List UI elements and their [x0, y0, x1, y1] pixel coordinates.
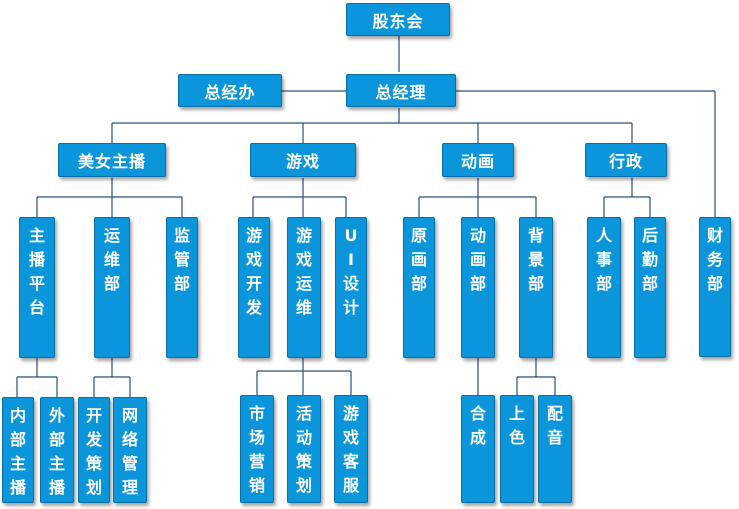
node-original-art: 原画部	[403, 217, 435, 358]
node-game-service: 游戏客服	[334, 395, 368, 503]
node-compositing: 合成	[461, 395, 495, 503]
node-coloring-label: 上色	[508, 404, 525, 447]
node-supervision-label: 监管部	[173, 226, 190, 293]
node-animation: 动画	[442, 143, 514, 177]
node-animation-dept: 动画部	[461, 217, 495, 358]
node-beauty-host: 美女主播	[58, 143, 166, 177]
node-animation-dept-label: 动画部	[469, 226, 486, 293]
node-dubbing: 配音	[538, 395, 572, 503]
node-external-host: 外部主播	[40, 397, 74, 503]
node-network-mgmt: 网络管理	[113, 397, 147, 503]
node-original-art-label: 原画部	[410, 226, 427, 293]
node-admin: 行政	[585, 143, 667, 177]
node-game-ops-label: 游戏运维	[295, 226, 312, 317]
node-internal-host: 内部主播	[2, 397, 34, 503]
node-dubbing-label: 配音	[546, 404, 563, 447]
node-finance-label: 财务部	[706, 226, 723, 293]
node-compositing-label: 合成	[469, 404, 486, 447]
node-host-platform: 主播平台	[19, 217, 55, 358]
node-internal-host-label: 内部主播	[9, 406, 26, 497]
node-finance: 财务部	[699, 217, 731, 357]
node-ui-design: UI设计	[335, 217, 367, 358]
node-event-plan: 活动策划	[287, 395, 321, 503]
node-ops-label: 运维部	[103, 226, 120, 293]
node-dev-plan-label: 开发策划	[85, 406, 102, 497]
node-ops: 运维部	[94, 217, 130, 358]
node-gm-office: 总经办	[178, 74, 282, 107]
node-marketing-label: 市场营销	[248, 404, 265, 495]
node-logistics: 后勤部	[634, 217, 666, 358]
node-games: 游戏	[250, 143, 356, 177]
node-external-host-label: 外部主播	[48, 406, 65, 497]
node-background: 背景部	[519, 217, 553, 358]
node-background-label: 背景部	[527, 226, 544, 293]
node-network-mgmt-label: 网络管理	[121, 406, 138, 497]
node-game-dev-label: 游戏开发	[245, 226, 262, 317]
node-event-plan-label: 活动策划	[295, 404, 312, 495]
node-hr-label: 人事部	[595, 226, 612, 293]
node-shareholders: 股东会	[346, 3, 450, 36]
node-coloring: 上色	[500, 395, 534, 503]
node-marketing: 市场营销	[240, 395, 274, 503]
node-game-ops: 游戏运维	[287, 217, 321, 358]
node-dev-plan: 开发策划	[78, 397, 110, 503]
node-logistics-label: 后勤部	[641, 226, 658, 293]
node-gm: 总经理	[346, 74, 456, 107]
node-game-service-label: 游戏客服	[342, 404, 359, 495]
node-supervision: 监管部	[166, 217, 198, 358]
node-host-platform-label: 主播平台	[28, 226, 45, 317]
node-hr: 人事部	[587, 217, 621, 358]
node-ui-design-label: UI设计	[342, 226, 359, 317]
node-game-dev: 游戏开发	[238, 217, 270, 358]
